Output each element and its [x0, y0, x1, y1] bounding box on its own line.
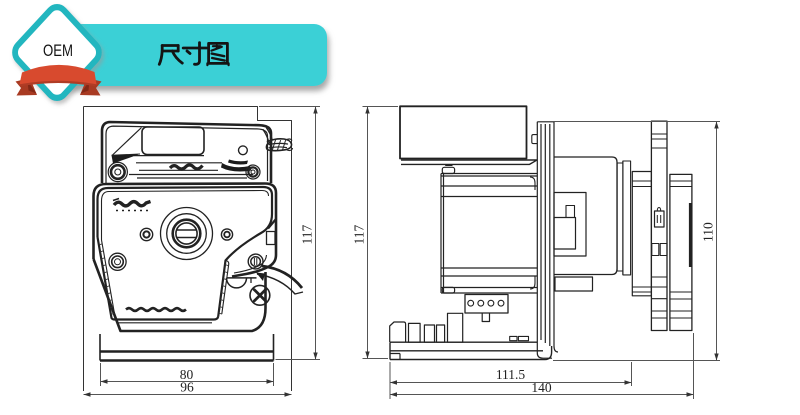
svg-text:OEM: OEM [43, 42, 73, 61]
svg-text:140: 140 [531, 380, 552, 395]
svg-text:96: 96 [180, 380, 194, 395]
svg-text:80: 80 [180, 367, 194, 382]
svg-text:117: 117 [300, 225, 315, 245]
svg-text:110: 110 [701, 222, 716, 242]
svg-text:111.5: 111.5 [496, 367, 526, 382]
svg-text:117: 117 [352, 225, 367, 245]
